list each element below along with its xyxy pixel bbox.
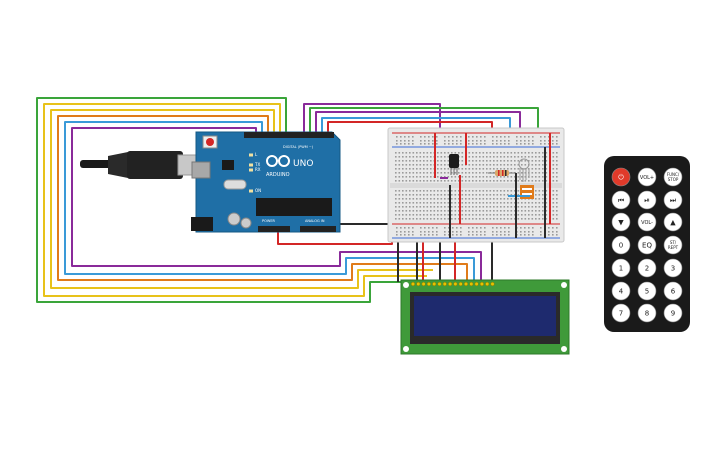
status-led-label: L [255, 152, 258, 157]
crystal [223, 179, 247, 190]
power-jack [191, 217, 213, 231]
ir-receiver[interactable] [449, 154, 459, 175]
remote-keypad: ⏻ VOL+ FUNC/STOP ⏮ ⏯ ⏭ ▼ VOL- ▲ 0 EQ ST/REPT 1 2 3 4 5 6 7… [611, 167, 683, 323]
digit-7-button[interactable]: 7 [611, 303, 631, 323]
remote-button-label: 4 [619, 288, 624, 296]
st-rept-button[interactable]: ST/REPT [663, 235, 683, 255]
infinity-logo [266, 155, 290, 167]
remote-button-label: 7 [619, 310, 623, 318]
breadboard-center-gap [390, 183, 562, 188]
digit-1-button[interactable]: 1 [611, 258, 631, 278]
status-led-label: TX [254, 162, 260, 167]
arduino-brand-text: ARDUINO [266, 172, 290, 178]
ir-remote[interactable]: ⏻ VOL+ FUNC/STOP ⏮ ⏯ ⏭ ▼ VOL- ▲ 0 EQ ST/REPT 1 2 3 4 5 6 7… [604, 156, 690, 332]
arduino-uno-board[interactable]: ARDUINO UNO DIGITAL (PWM ~) POWER ANALOG… [191, 131, 341, 233]
status-led-label: RX [255, 167, 261, 172]
mount-hole [403, 346, 409, 352]
regulator [222, 160, 234, 170]
mount-hole [561, 282, 567, 288]
status-led [249, 189, 253, 193]
power-button[interactable]: ⏻ [611, 167, 631, 187]
mount-hole [403, 282, 409, 288]
arduino-model-text: UNO [293, 159, 313, 169]
remote-button-label: ▼ [618, 219, 624, 227]
remote-button-label: ⏮ [618, 197, 624, 205]
remote-button-label: VOL- [641, 220, 653, 226]
remote-button-label: ⏭ [670, 197, 677, 205]
status-led [249, 163, 253, 167]
remote-button-label: FUNC/ [667, 172, 680, 177]
wire-yellow-2[interactable] [50, 109, 433, 289]
status-led-label: ON [255, 188, 261, 193]
breadboard[interactable] [387, 127, 565, 243]
digit-0-button[interactable]: 0 [611, 235, 631, 255]
remote-button-label: 1 [619, 265, 623, 273]
status-led [249, 168, 253, 172]
remote-button-label: ST/ [670, 240, 677, 245]
lcd-screen [414, 296, 556, 336]
remote-button-label: VOL+ [640, 175, 654, 181]
remote-button-label: REPT [668, 245, 679, 250]
next-button[interactable]: ⏭ [663, 190, 683, 210]
digit-2-button[interactable]: 2 [637, 258, 657, 278]
remote-button-label: ▲ [670, 219, 676, 227]
usb-port [191, 161, 211, 179]
digit-9-button[interactable]: 9 [663, 303, 683, 323]
wire-orange[interactable] [57, 115, 468, 282]
breadboard-jumpers [434, 133, 551, 238]
capacitor-2 [240, 217, 252, 229]
up-button[interactable]: ▲ [663, 212, 683, 232]
usb-cable[interactable] [80, 151, 201, 179]
lcd-pin-header [410, 281, 495, 287]
rgb-led[interactable] [518, 158, 530, 182]
remote-button-label: STOP [668, 177, 679, 182]
analog-header [300, 226, 336, 232]
remote-button-label: 0 [619, 242, 623, 250]
resistor[interactable] [488, 170, 516, 176]
eq-button[interactable]: EQ [637, 235, 657, 255]
vol-down-button[interactable]: VOL- [637, 212, 657, 232]
previous-button[interactable]: ⏮ [611, 190, 631, 210]
power-label: POWER [262, 219, 276, 223]
remote-button-label: 8 [645, 310, 649, 318]
remote-button-label: ⏻ [618, 174, 624, 182]
digit-3-button[interactable]: 3 [663, 258, 683, 278]
play-pause-button[interactable]: ⏯ [637, 190, 657, 210]
func-stop-button[interactable]: FUNC/STOP [663, 167, 683, 187]
remote-button-label: EQ [642, 242, 652, 250]
digit-8-button[interactable]: 8 [637, 303, 657, 323]
analog-label: ANALOG IN [305, 219, 325, 223]
atmega-chip [256, 198, 332, 216]
digital-label: DIGITAL (PWM ~) [283, 145, 314, 149]
digital-header [244, 132, 334, 138]
vol-up-button[interactable]: VOL+ [637, 167, 657, 187]
digit-4-button[interactable]: 4 [611, 281, 631, 301]
digit-6-button[interactable]: 6 [663, 281, 683, 301]
lcd-16x2-module[interactable] [400, 279, 570, 355]
wire-green-outer[interactable] [36, 97, 410, 303]
wire-yellow-1[interactable] [43, 103, 427, 297]
digit-5-button[interactable]: 5 [637, 281, 657, 301]
wire-purple-left[interactable] [71, 127, 482, 282]
mount-hole [561, 346, 567, 352]
status-led [249, 153, 253, 157]
power-header [258, 226, 290, 232]
remote-button-label: 2 [645, 265, 649, 273]
down-button[interactable]: ▼ [611, 212, 631, 232]
remote-button-label: 6 [671, 288, 676, 296]
remote-button-label: 9 [671, 310, 675, 318]
capacitor-1 [227, 212, 241, 226]
wire-red-5v[interactable] [277, 232, 393, 245]
remote-button-label: ⏯ [644, 197, 650, 205]
wire-blue-left[interactable] [64, 121, 475, 282]
remote-button-label: 5 [645, 288, 649, 296]
remote-button-label: 3 [671, 265, 675, 273]
